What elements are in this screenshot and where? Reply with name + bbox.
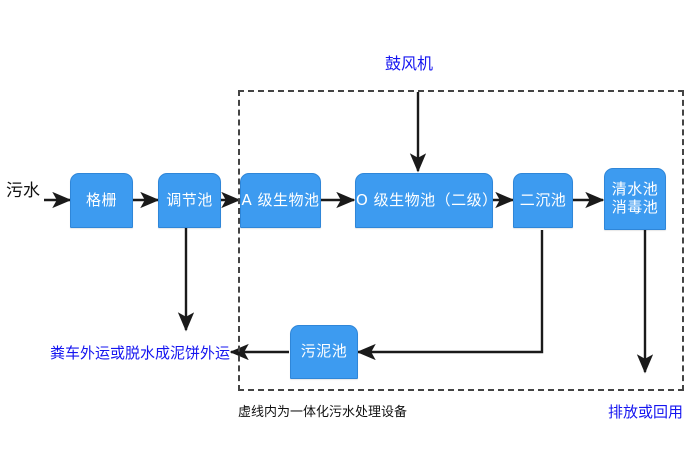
node-regulating-tank-label: 调节池 <box>166 190 213 209</box>
label-blower: 鼓风机 <box>385 54 434 73</box>
node-o-stage-bio-tank[interactable]: O 级生物池（二级） <box>355 173 498 228</box>
node-sludge-tank-label: 污泥池 <box>300 342 348 361</box>
label-discharge: 排放或回用 <box>608 403 684 421</box>
node-grille-label: 格栅 <box>85 190 117 209</box>
arrow-secondary-to-sludge <box>356 230 544 361</box>
label-dashed-region-caption: 虚线内为一体化污水处理设备 <box>238 405 408 420</box>
node-a-stage-bio-tank-label: A 级生物池 <box>241 190 320 209</box>
node-regulating-tank[interactable]: 调节池 <box>158 173 221 228</box>
node-clearwater-disinfection-tank-label: 清水池 消毒池 <box>611 180 659 216</box>
integrated-equipment-dashed-region <box>238 90 684 391</box>
node-secondary-settling-tank[interactable]: 二沉池 <box>513 173 573 228</box>
label-sludge-disposal: 粪车外运或脱水成泥饼外运 <box>50 344 231 362</box>
node-a-stage-bio-tank[interactable]: A 级生物池 <box>240 173 321 228</box>
node-grille[interactable]: 格栅 <box>70 173 133 228</box>
label-inflow: 污水 <box>6 181 40 201</box>
node-sludge-tank[interactable]: 污泥池 <box>290 325 358 379</box>
node-secondary-settling-tank-label: 二沉池 <box>519 190 567 209</box>
node-clearwater-disinfection-tank[interactable]: 清水池 消毒池 <box>604 168 666 230</box>
node-o-stage-bio-tank-label: O 级生物池（二级） <box>356 190 498 209</box>
